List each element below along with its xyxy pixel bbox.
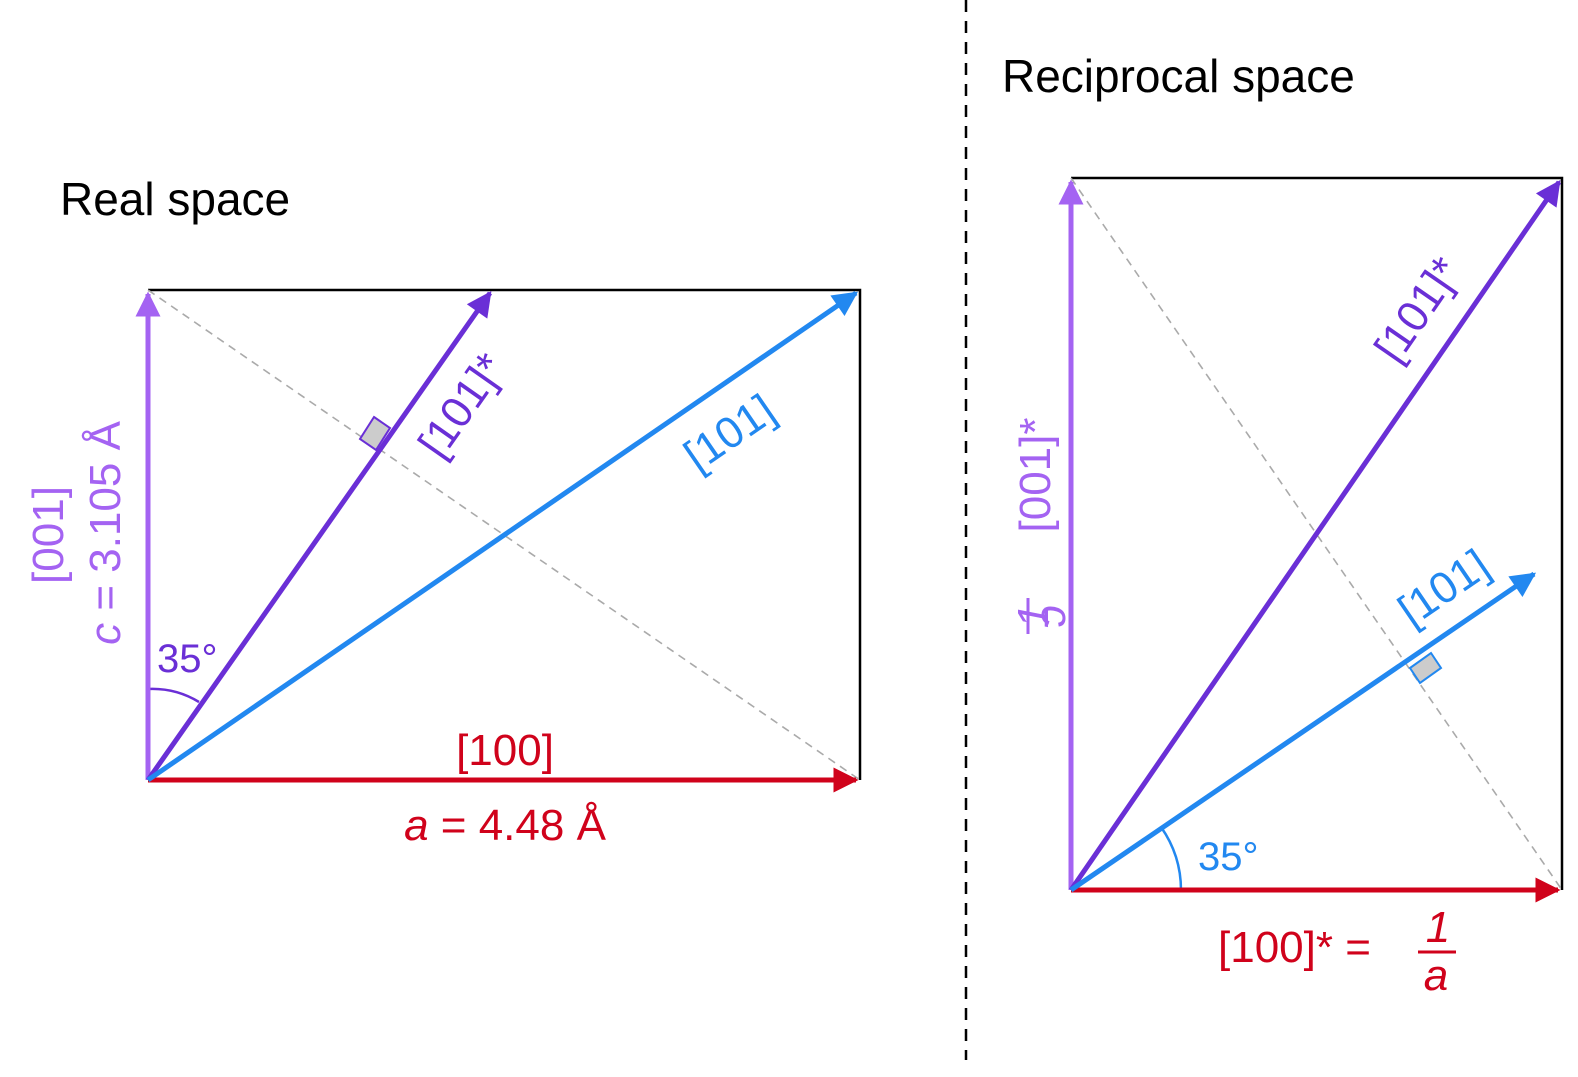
real-space-panel: Real space [100] a = 4.48 Å [001] c = 3.… [24, 173, 862, 850]
real-101-star-label: [101]* [409, 345, 515, 467]
real-right-angle-marker [358, 415, 392, 452]
real-101-star-arrow [145, 290, 493, 782]
recip-a-frac-denominator: a [1424, 951, 1448, 1000]
recip-c-fraction: 1 c [1009, 598, 1081, 634]
real-101-arrow [146, 290, 859, 783]
recip-101-star-arrow [1068, 179, 1562, 892]
recip-angle-label: 35° [1198, 835, 1259, 879]
real-a-vector-label: [100] [456, 726, 554, 775]
recip-c-vector-label: [001]* [1011, 418, 1060, 533]
real-a-length-label: a = 4.48 Å [404, 801, 606, 850]
recip-c-frac-numerator: 1 [1009, 604, 1058, 628]
real-101-label: [101] [676, 385, 784, 481]
recip-right-angle-marker [1408, 651, 1443, 685]
recip-angle-arc [1159, 826, 1183, 891]
recip-cell-box [1071, 176, 1564, 890]
reciprocal-space-title: Reciprocal space [1002, 50, 1355, 102]
recip-dashed-diagonal [1070, 177, 1563, 891]
reciprocal-space-panel: Reciprocal space [100]* = 1 a [001]* 1 c… [1002, 50, 1564, 1000]
recip-c-frac-denominator: c [1032, 605, 1081, 627]
real-c-vector-label: [001] [24, 486, 73, 584]
recip-a-vector-label: [100]* = [1218, 923, 1371, 972]
recip-a-frac-numerator: 1 [1426, 903, 1450, 952]
real-dashed-diagonal [147, 289, 861, 781]
recip-101-star-label: [101]* [1365, 249, 1471, 371]
recip-101-arrow [1069, 571, 1537, 893]
real-cell-box [148, 288, 862, 780]
real-c-length-label: c = 3.105 Å [81, 420, 130, 644]
recip-101-label: [101] [1390, 540, 1498, 636]
real-space-title: Real space [60, 173, 290, 225]
real-angle-label: 35° [157, 637, 218, 681]
real-angle-arc [147, 687, 200, 704]
